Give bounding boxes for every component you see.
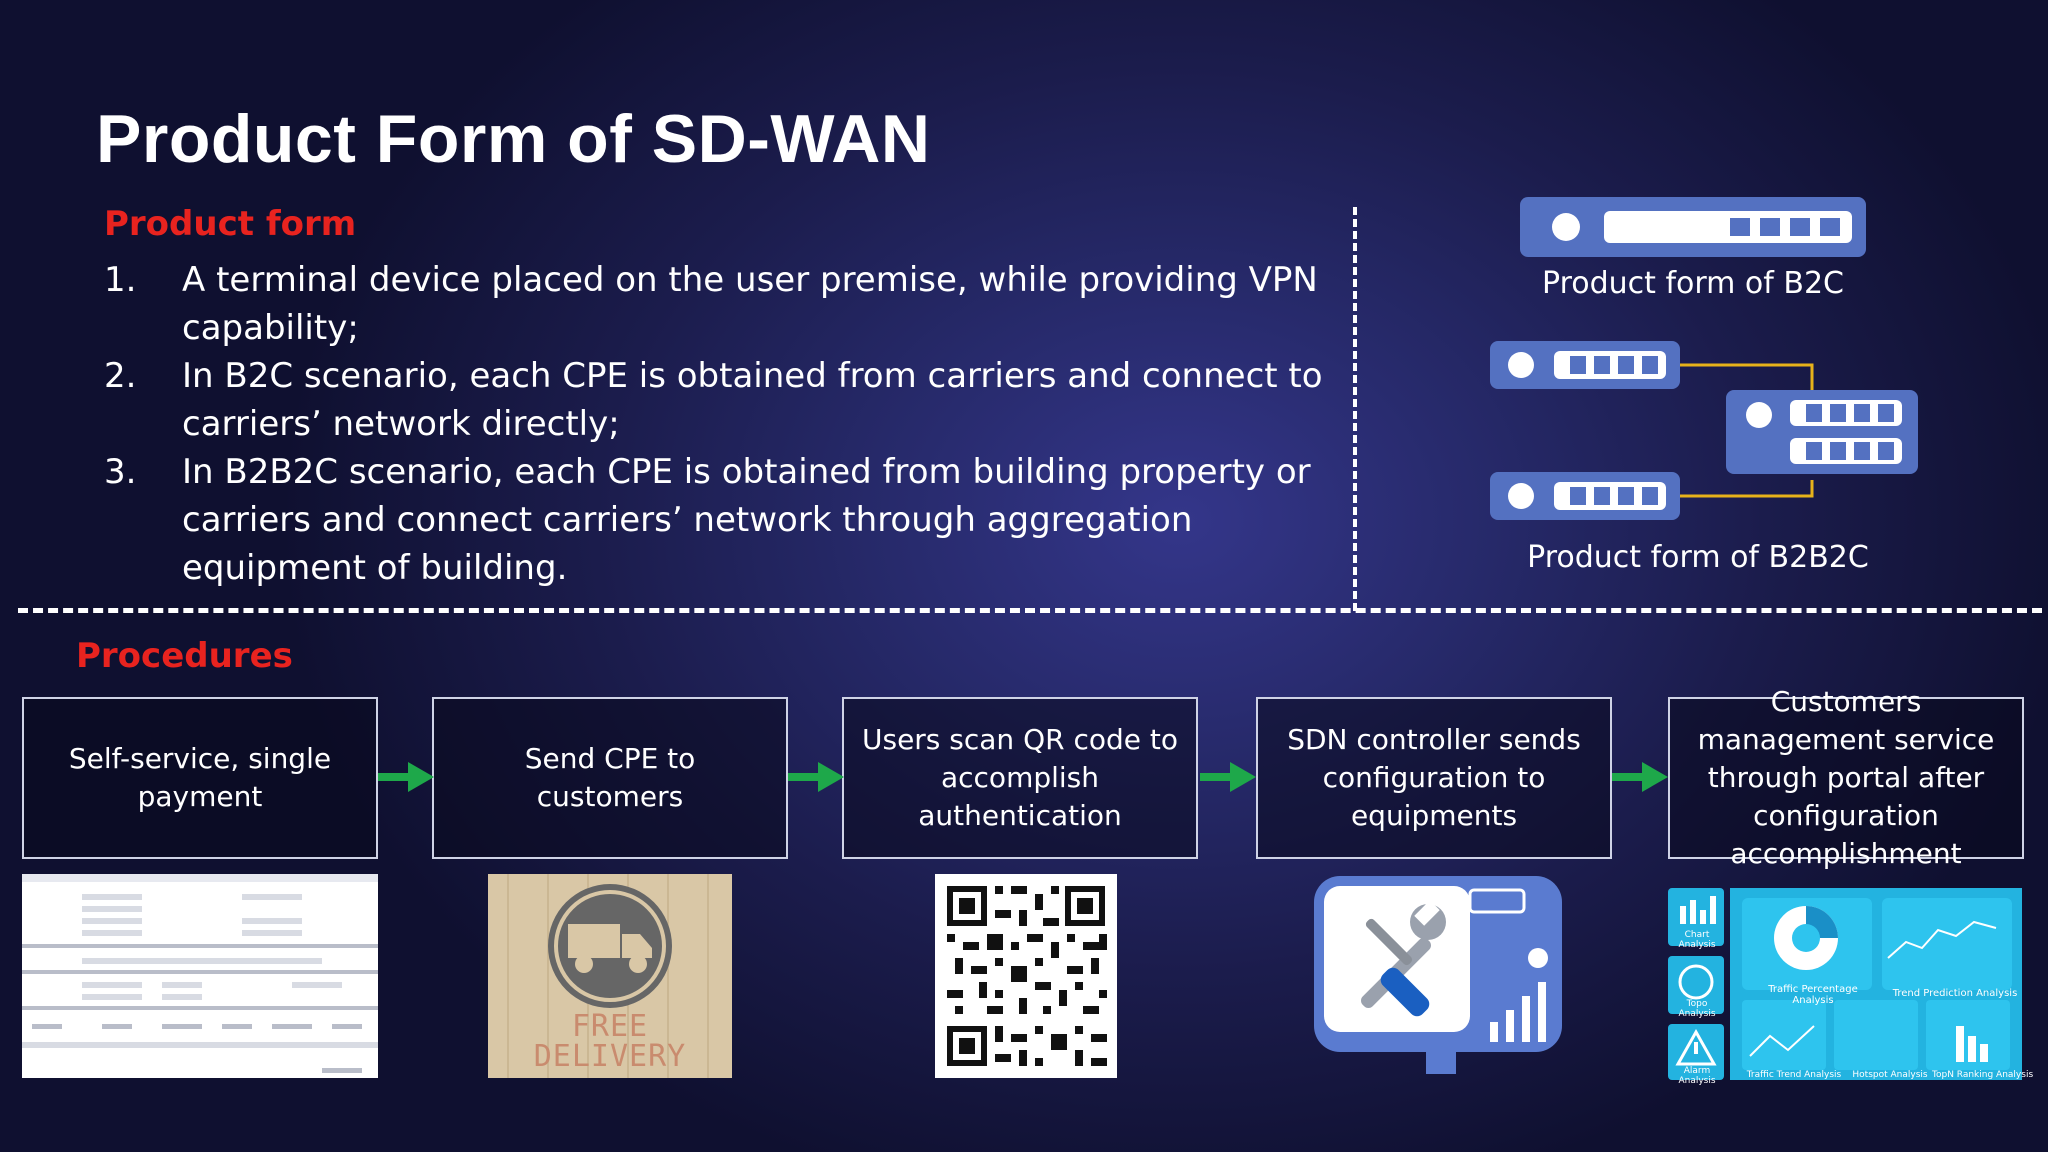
cpe-device-icon	[1490, 472, 1680, 520]
analytics-panel-label: Trend Prediction Analysis	[1892, 988, 2018, 999]
list-text: A terminal device placed on the user pre…	[182, 260, 1318, 348]
analytics-side-label: Chart Analysis	[1678, 930, 1716, 950]
aggregation-device-icon	[1726, 390, 1918, 474]
chart-icon	[1668, 888, 1724, 946]
procedure-step: Customers management service through por…	[1668, 685, 2024, 870]
truck-icon	[548, 884, 672, 1008]
procedure-step: Users scan QR code to accomplish authent…	[842, 697, 1198, 859]
flow-arrow-icon	[788, 762, 844, 792]
slide-title: Product Form of SD-WAN	[96, 101, 931, 177]
list-text: In B2C scenario, each CPE is obtained fr…	[182, 356, 1323, 444]
alarm-icon	[1668, 1024, 1724, 1080]
device-ports	[1604, 211, 1852, 243]
free-delivery-image	[488, 874, 732, 1078]
free-delivery-text: FREE DELIVERY	[533, 1009, 687, 1074]
list-item: 1. A terminal device placed on the user …	[104, 256, 1324, 352]
tools-icon	[1361, 900, 1446, 1017]
analytics-panel-label: Traffic Trend Analysis	[1746, 1070, 1842, 1080]
procedure-step: SDN controller sends configuration to eq…	[1256, 697, 1612, 859]
flow-arrow-icon	[1612, 762, 1668, 792]
list-item: 2. In B2C scenario, each CPE is obtained…	[104, 352, 1324, 448]
list-number: 1.	[104, 260, 137, 300]
b2c-caption: Product form of B2C	[1542, 266, 1844, 301]
list-number: 2.	[104, 356, 137, 396]
analytics-panel-label: TopN Ranking Analysis	[1932, 1070, 2034, 1080]
chart-bars	[1490, 982, 1546, 1042]
procedures-heading: Procedures	[76, 636, 293, 676]
vertical-divider	[1353, 207, 1357, 611]
analytics-panel-label: Hotspot Analysis	[1852, 1070, 1928, 1080]
sdn-controller-icon	[1314, 876, 1562, 1074]
topology-icon	[1668, 956, 1724, 1014]
list-number: 3.	[104, 452, 137, 492]
horizontal-divider	[18, 608, 2042, 613]
analytics-side-label: Alarm Analysis	[1678, 1066, 1716, 1086]
procedure-step: Send CPE to customers	[432, 697, 788, 859]
product-form-heading: Product form	[104, 204, 357, 244]
product-form-list: 1. A terminal device placed on the user …	[104, 256, 1324, 592]
analytics-panel-label: Traffic Percentage Analysis	[1768, 984, 1858, 1006]
procedure-step: Self-service, single payment	[22, 697, 378, 859]
flow-arrow-icon	[1200, 762, 1256, 792]
b2c-device-icon	[1520, 197, 1866, 257]
order-form-screenshot	[22, 874, 378, 1078]
analytics-dashboard	[1668, 888, 2022, 1080]
list-text: In B2B2C scenario, each CPE is obtained …	[182, 452, 1311, 588]
cpe-device-icon	[1490, 341, 1680, 389]
list-item: 3. In B2B2C scenario, each CPE is obtain…	[104, 448, 1324, 592]
qr-code-icon	[935, 874, 1117, 1078]
analytics-side-label: Topo Analysis	[1678, 999, 1716, 1019]
b2b2c-caption: Product form of B2B2C	[1527, 540, 1869, 575]
flow-arrow-icon	[378, 762, 434, 792]
device-led	[1552, 213, 1580, 241]
